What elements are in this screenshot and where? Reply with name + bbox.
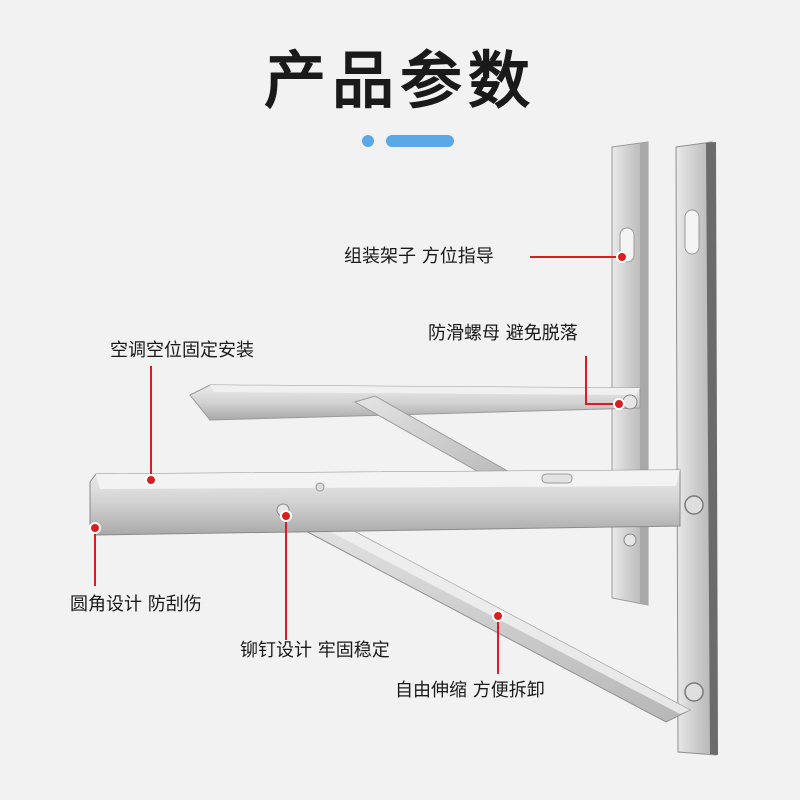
front-post-slot (684, 209, 700, 255)
back-arm-top (210, 385, 640, 395)
nut-callout-dot (613, 398, 625, 410)
front-vertical-post (675, 141, 717, 756)
title-accent-bar (386, 135, 454, 147)
rivet-callout-dot (280, 510, 292, 522)
back-diagonal-nut (623, 533, 637, 547)
front-post-bolt-top (684, 495, 704, 515)
callout-lines (89, 251, 628, 674)
front-arm-screw (315, 482, 325, 492)
front-arm-top-face (96, 470, 680, 489)
front-post-bolt-bottom (684, 682, 704, 702)
telescopic-callout-label: 自由伸缩 方便拆卸 (395, 680, 545, 701)
telescopic-callout-dot (492, 610, 504, 622)
install-callout-dot (145, 474, 157, 486)
back-arm-nut (622, 394, 638, 410)
back-post-edge (640, 142, 648, 605)
assembly-callout-label: 组装架子 方位指导 (344, 246, 494, 267)
assembly-callout-dot (616, 251, 628, 263)
back-bracket (189, 141, 649, 606)
nut-callout-label: 防滑螺母 避免脱落 (428, 323, 578, 344)
page-title: 产品参数 (263, 44, 536, 117)
rivet-callout-label: 铆钉设计 牢固稳定 (240, 640, 390, 661)
corner-callout-label: 圆角设计 防刮伤 (70, 594, 202, 615)
front-post-edge (706, 142, 718, 755)
corner-callout-dot (89, 522, 101, 534)
title-accent-dot (362, 135, 374, 147)
front-arm-slot (541, 473, 573, 484)
nut-callout-line (585, 356, 620, 405)
install-callout-label: 空调空位固定安装 (110, 340, 254, 361)
